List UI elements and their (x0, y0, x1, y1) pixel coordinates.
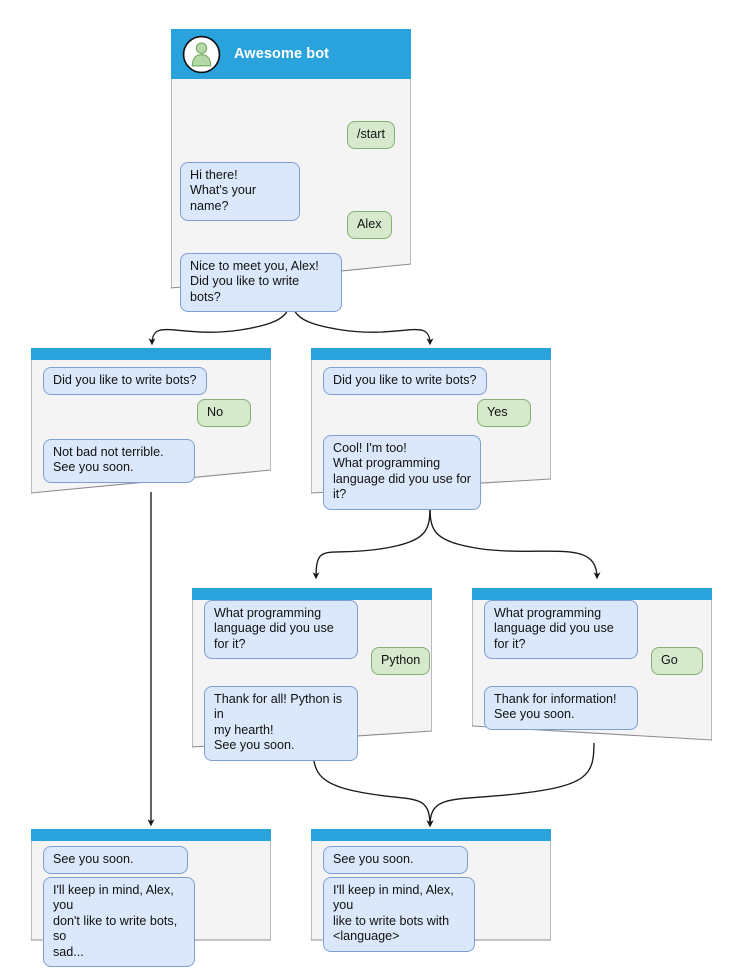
edge-yes-to-python (312, 501, 431, 580)
message-list: Did you like to write bots? No Not bad n… (31, 360, 271, 494)
message-list: See you soon. I'll keep in mind, Alex, y… (311, 841, 551, 952)
message-bubble-bot[interactable]: I'll keep in mind, Alex, you like to wri… (323, 877, 475, 952)
message-list: What programming language did you use fo… (472, 600, 712, 748)
card-header: Awesome bot (171, 29, 411, 79)
card-end-no[interactable]: See you soon. I'll keep in mind, Alex, y… (31, 829, 271, 968)
message-bubble-bot[interactable]: Did you like to write bots? (43, 367, 207, 396)
message-bubble-bot[interactable]: What programming language did you use fo… (484, 600, 638, 660)
message-bubble-bot[interactable]: See you soon. (43, 846, 188, 875)
edge-yes-to-go (429, 501, 601, 580)
message-bubble-user[interactable]: Alex (347, 211, 392, 240)
message-bubble-user[interactable]: Yes (477, 399, 531, 428)
message-bubble-bot[interactable]: Nice to meet you, Alex! Did you like to … (180, 253, 342, 313)
card-answer-python[interactable]: What programming language did you use fo… (192, 588, 432, 761)
message-bubble-bot[interactable]: Thank for information! See you soon. (484, 686, 638, 730)
message-list: What programming language did you use fo… (192, 600, 432, 761)
message-bubble-user[interactable]: /start (347, 121, 395, 150)
card-end-yes[interactable]: See you soon. I'll keep in mind, Alex, y… (311, 829, 551, 952)
card-answer-no[interactable]: Did you like to write bots? No Not bad n… (31, 348, 271, 494)
edge-go-to-end (426, 742, 595, 828)
message-bubble-user[interactable]: Go (651, 647, 703, 676)
card-answer-yes[interactable]: Did you like to write bots? Yes Cool! I'… (311, 348, 551, 510)
message-bubble-bot[interactable]: Did you like to write bots? (323, 367, 487, 396)
message-bubble-user[interactable]: Python (371, 647, 431, 676)
message-bubble-bot[interactable]: Thank for all! Python is in my hearth! S… (204, 686, 358, 761)
avatar (182, 35, 221, 74)
message-list: See you soon. I'll keep in mind, Alex, y… (31, 841, 271, 968)
message-bubble-bot[interactable]: Not bad not terrible. See you soon. (43, 439, 195, 483)
bot-avatar-icon (182, 35, 221, 73)
message-list: Did you like to write bots? Yes Cool! I'… (311, 360, 551, 510)
card-answer-go[interactable]: What programming language did you use fo… (472, 588, 712, 748)
message-bubble-bot[interactable]: What programming language did you use fo… (204, 600, 358, 660)
message-bubble-bot[interactable]: See you soon. (323, 846, 468, 875)
card-awesome-bot-start[interactable]: Awesome bot /start Hi there! What's your… (171, 29, 411, 313)
bot-title: Awesome bot (234, 46, 330, 62)
message-bubble-bot[interactable]: I'll keep in mind, Alex, you don't like … (43, 877, 195, 968)
message-list: /start Hi there! What's your name? Alex … (171, 79, 411, 313)
message-bubble-user[interactable]: No (197, 399, 251, 428)
message-bubble-bot[interactable]: Hi there! What's your name? (180, 162, 300, 222)
message-bubble-bot[interactable]: Cool! I'm too! What programming language… (323, 435, 481, 510)
